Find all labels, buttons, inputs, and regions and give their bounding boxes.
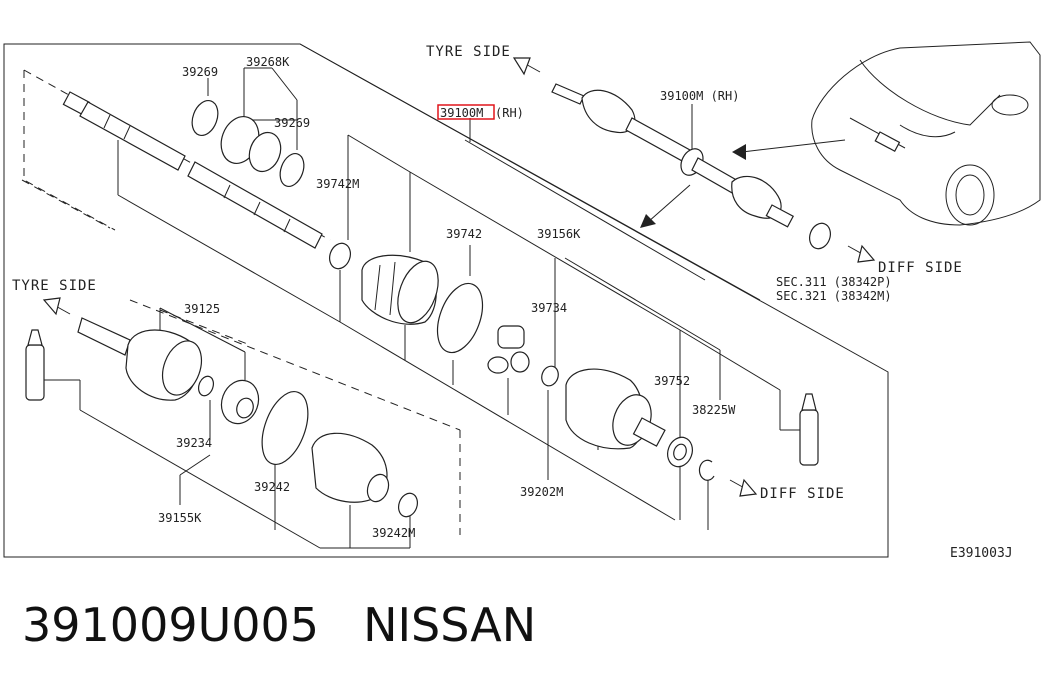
vehicle-illustration [811,41,1041,226]
label-39242: 39242 [254,480,290,494]
clip-39234 [197,375,215,397]
drive-shaft-assembly [551,83,831,250]
footer-caption: 391009U005 NISSAN [22,598,580,652]
label-diff-side-bottom: DIFF SIDE [760,486,845,502]
label-39269-b: 39269 [274,116,310,130]
label-39155k: 39155K [158,511,202,525]
snap-ring-39734 [541,365,559,387]
label-tyre-side-top: TYRE SIDE [426,44,511,60]
tripod-joint [487,325,530,374]
footer-brand: NISSAN [363,598,537,652]
grease-tube-left [25,329,45,401]
diff-side-arrow-right [847,244,876,263]
label-39268k: 39268K [246,55,290,69]
boot-inner [361,254,439,325]
dashed-group-lower [21,179,111,229]
clamp-ring-39269-b [279,152,305,188]
housing-39202m [565,368,666,450]
parts-diagram: TYRE SIDE TYRE SIDE DIFF SIDE DIFF SIDE … [3,41,1041,561]
highlight-box-39100m [437,104,495,120]
tyre-side-arrow-top [512,57,541,76]
label-sec311: SEC.311 (38342P) [776,275,892,289]
label-39125: 39125 [184,302,220,316]
diagram-code: E391003J [950,546,1013,561]
label-39242m: 39242M [372,526,415,540]
label-sec321: SEC.321 (38342M) [776,289,892,303]
label-39742m: 39742M [316,177,359,191]
label-39156k: 39156K [537,227,581,241]
label-39100m-suffix: (RH) [495,106,524,120]
label-39202m: 39202M [520,485,563,499]
label-39752: 39752 [654,374,690,388]
arrow-car-to-shaft [732,139,846,160]
boot-band-39742 [436,282,484,354]
arrow-shaft-explode [640,184,691,228]
tyre-side-arrow-left [42,297,71,316]
circlip-38225w [698,459,715,481]
inner-race [220,379,260,425]
exploded-view-frame [3,43,889,558]
clip-39242m [397,492,419,518]
label-39100m-highlighted: 39100M [440,106,483,120]
label-39734: 39734 [531,301,567,315]
label-tyre-side-left: TYRE SIDE [12,278,97,294]
inner-shaft-upper [62,91,323,249]
label-38225w: 38225W [692,403,736,417]
clip-39742m [329,242,351,270]
label-39100m-rh: 39100M (RH) [660,89,739,103]
label-diff-side-right: DIFF SIDE [878,260,963,276]
boot-band-39242 [261,391,309,465]
clamp-ring-39269-a [191,99,219,137]
outer-joint-39155k [77,317,203,401]
boot-kit-39268k [220,116,282,173]
boot-outer [311,432,390,503]
label-39742: 39742 [446,227,482,241]
grease-tube-right [799,393,819,466]
label-39234: 39234 [176,436,212,450]
label-39269-a: 39269 [182,65,218,79]
footer-part-number: 391009U005 [22,598,320,652]
diff-side-arrow-bottom [729,478,758,497]
